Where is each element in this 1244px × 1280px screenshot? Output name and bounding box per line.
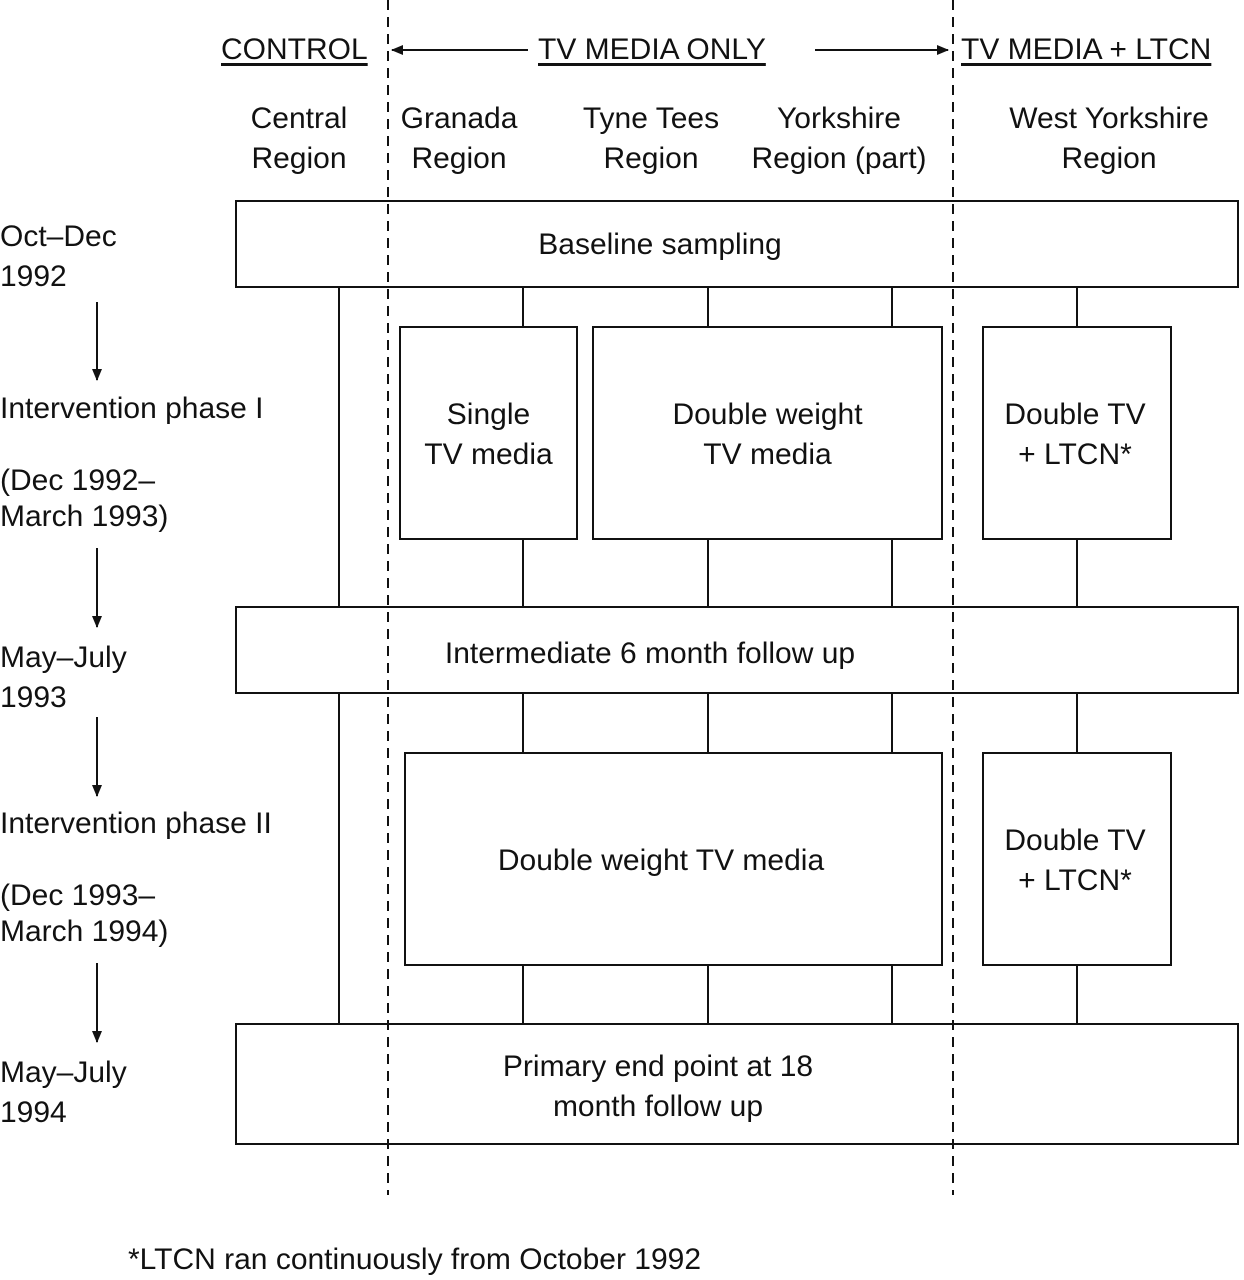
timeline-baseline: Oct–Dec 1992 [0,220,117,293]
double-weight-box-1 [592,326,943,540]
region-yorkshire: Yorkshire Region (part) [751,102,927,175]
double-weight-label-2: Double weight TV media [497,844,825,877]
header-tv-media-only: TV MEDIA ONLY [538,33,766,66]
single-tv-box [399,326,578,540]
footnote: *LTCN ran continuously from October 1992 [128,1243,702,1276]
region-west-yorkshire: West Yorkshire Region [1009,102,1209,175]
region-tyne-tees: Tyne Tees Region [582,102,720,175]
primary-label: Primary end point at 18 month follow up [502,1050,814,1123]
header-tv-media-ltcn: TV MEDIA + LTCN [961,33,1212,66]
double-tv-ltcn-label-2: Double TV + LTCN* [1004,824,1146,897]
intermediate-box [235,606,1239,694]
region-central: Central Region [250,102,348,175]
timeline-intermediate: May–July 1993 [0,641,127,714]
double-weight-label-1: Double weight TV media [672,398,863,471]
timeline-phase1-dates: (Dec 1992– March 1993) [0,464,169,533]
region-granada: Granada Region [400,102,518,175]
header-control: CONTROL [221,33,368,66]
single-tv-label: Single TV media [424,398,553,471]
timeline-phase2-dates: (Dec 1993– March 1994) [0,879,169,948]
timeline-phase2-title: Intervention phase II [0,807,272,840]
primary-box [235,1023,1239,1145]
double-tv-ltcn-label-1: Double TV + LTCN* [1004,398,1146,471]
timeline-primary: May–July 1994 [0,1056,127,1129]
intermediate-label: Intermediate 6 month follow up [444,637,856,670]
baseline-box [235,200,1239,288]
timeline-phase1-title: Intervention phase I [0,392,264,425]
double-weight-box-2 [404,752,943,966]
baseline-label: Baseline sampling [538,228,782,261]
